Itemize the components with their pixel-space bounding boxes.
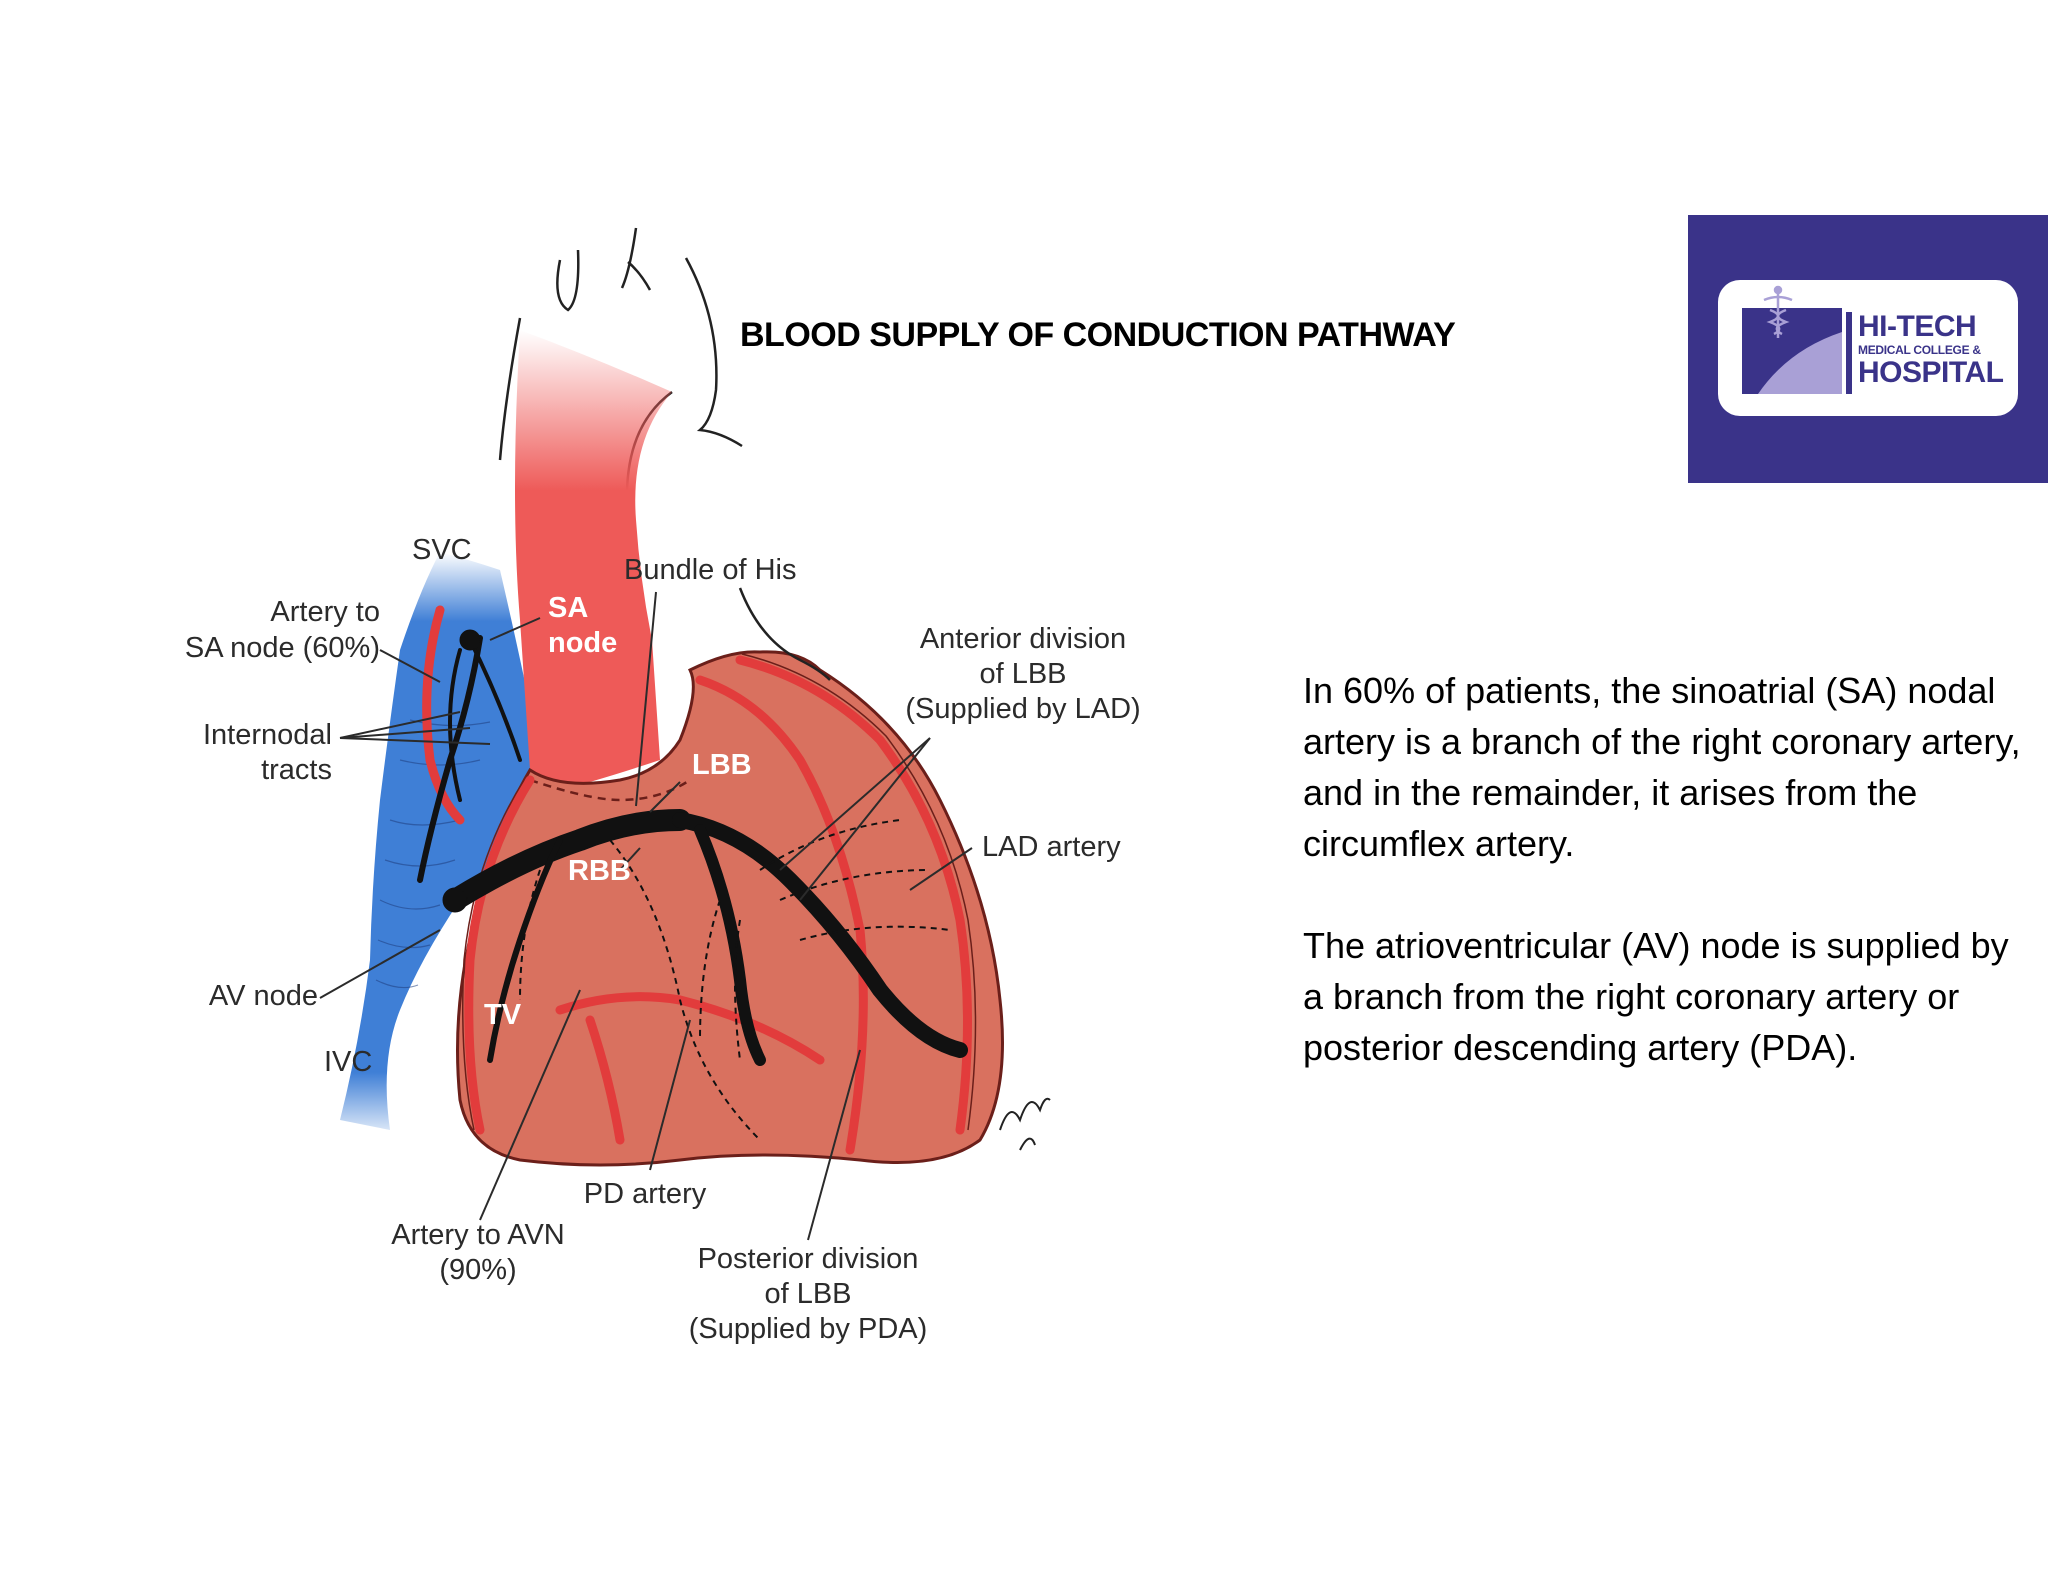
label-artery-avn-2: (90%)	[439, 1254, 516, 1286]
label-bundle-of-his: Bundle of His	[624, 554, 797, 586]
vena-cava-texture	[375, 719, 491, 989]
av-node-mark	[442, 887, 468, 913]
label-tv: TV	[484, 999, 522, 1031]
logo-card: HI-TECH MEDICAL COLLEGE & HOSPITAL	[1718, 280, 2018, 416]
right-coronary-artery	[464, 775, 535, 1135]
right-bundle-branch	[487, 837, 563, 1063]
purkinje-fibres	[519, 819, 951, 1141]
label-artery-sa-2: SA node (60%)	[185, 632, 380, 664]
label-internodal-2: tracts	[261, 754, 332, 786]
label-posterior-div-1: Posterior division	[698, 1243, 919, 1275]
aorta	[515, 330, 672, 790]
paragraph-av-node: The atrioventricular (AV) node is suppli…	[1303, 925, 2009, 1068]
paragraph-sa-node: In 60% of patients, the sinoatrial (SA) …	[1303, 670, 2021, 864]
left-bundle-branch	[672, 812, 968, 1058]
internodal-tract-2	[468, 638, 522, 762]
label-anterior-div-2: of LBB	[979, 658, 1066, 690]
logo-emblem	[1742, 285, 1852, 394]
bundle-his-connector	[738, 587, 831, 681]
label-svc: SVC	[412, 534, 472, 566]
logo-divider	[1846, 312, 1852, 394]
pd-branch	[585, 1015, 625, 1145]
conduction-system	[417, 629, 968, 1066]
diagonal-artery	[695, 675, 868, 1155]
label-sa-node-2: node	[548, 627, 617, 659]
logo-emblem-wave	[1758, 332, 1842, 394]
label-posterior-div-2: of LBB	[764, 1278, 851, 1310]
label-rbb: RBB	[568, 855, 631, 887]
leader-lines	[319, 591, 973, 1241]
label-sa-node-1: SA	[548, 592, 588, 624]
slide-title: BLOOD SUPPLY OF CONDUCTION PATHWAY	[740, 316, 1456, 354]
label-anterior-div-3: (Supplied by LAD)	[905, 693, 1140, 725]
artist-signature	[999, 1097, 1051, 1151]
logo-text: HI-TECH MEDICAL COLLEGE & HOSPITAL	[1858, 310, 2004, 389]
bundle-of-his	[444, 809, 691, 911]
label-internodal-1: Internodal	[203, 719, 332, 751]
sa-nodal-artery	[422, 605, 465, 825]
internodal-tract-1	[417, 635, 483, 883]
label-artery-avn-1: Artery to AVN	[391, 1219, 565, 1251]
label-av-node: AV node	[209, 980, 318, 1012]
label-lbb: LBB	[692, 749, 752, 781]
sa-node-mark	[459, 629, 481, 651]
posterior-lbb	[694, 824, 766, 1066]
label-ivc: IVC	[324, 1046, 372, 1078]
label-artery-sa-1: Artery to	[270, 596, 380, 628]
label-pd-artery: PD artery	[584, 1178, 707, 1210]
internodal-tract-3	[448, 648, 462, 802]
label-posterior-div-3: (Supplied by PDA)	[689, 1313, 928, 1345]
lad-artery	[735, 655, 972, 1135]
artery-outline	[462, 653, 977, 1131]
slide-body: In 60% of patients, the sinoatrial (SA) …	[1303, 665, 2023, 1124]
logo-line-2: MEDICAL COLLEGE &	[1858, 343, 1981, 357]
logo-line-3: HOSPITAL	[1858, 356, 2004, 389]
label-lad-artery: LAD artery	[982, 831, 1121, 863]
label-anterior-div-1: Anterior division	[920, 623, 1126, 655]
coronary-arteries	[422, 605, 972, 1155]
caduceus-icon	[1763, 285, 1793, 338]
hospital-logo: HI-TECH MEDICAL COLLEGE & HOSPITAL	[1688, 215, 2048, 483]
logo-line-1: HI-TECH	[1858, 310, 1977, 343]
